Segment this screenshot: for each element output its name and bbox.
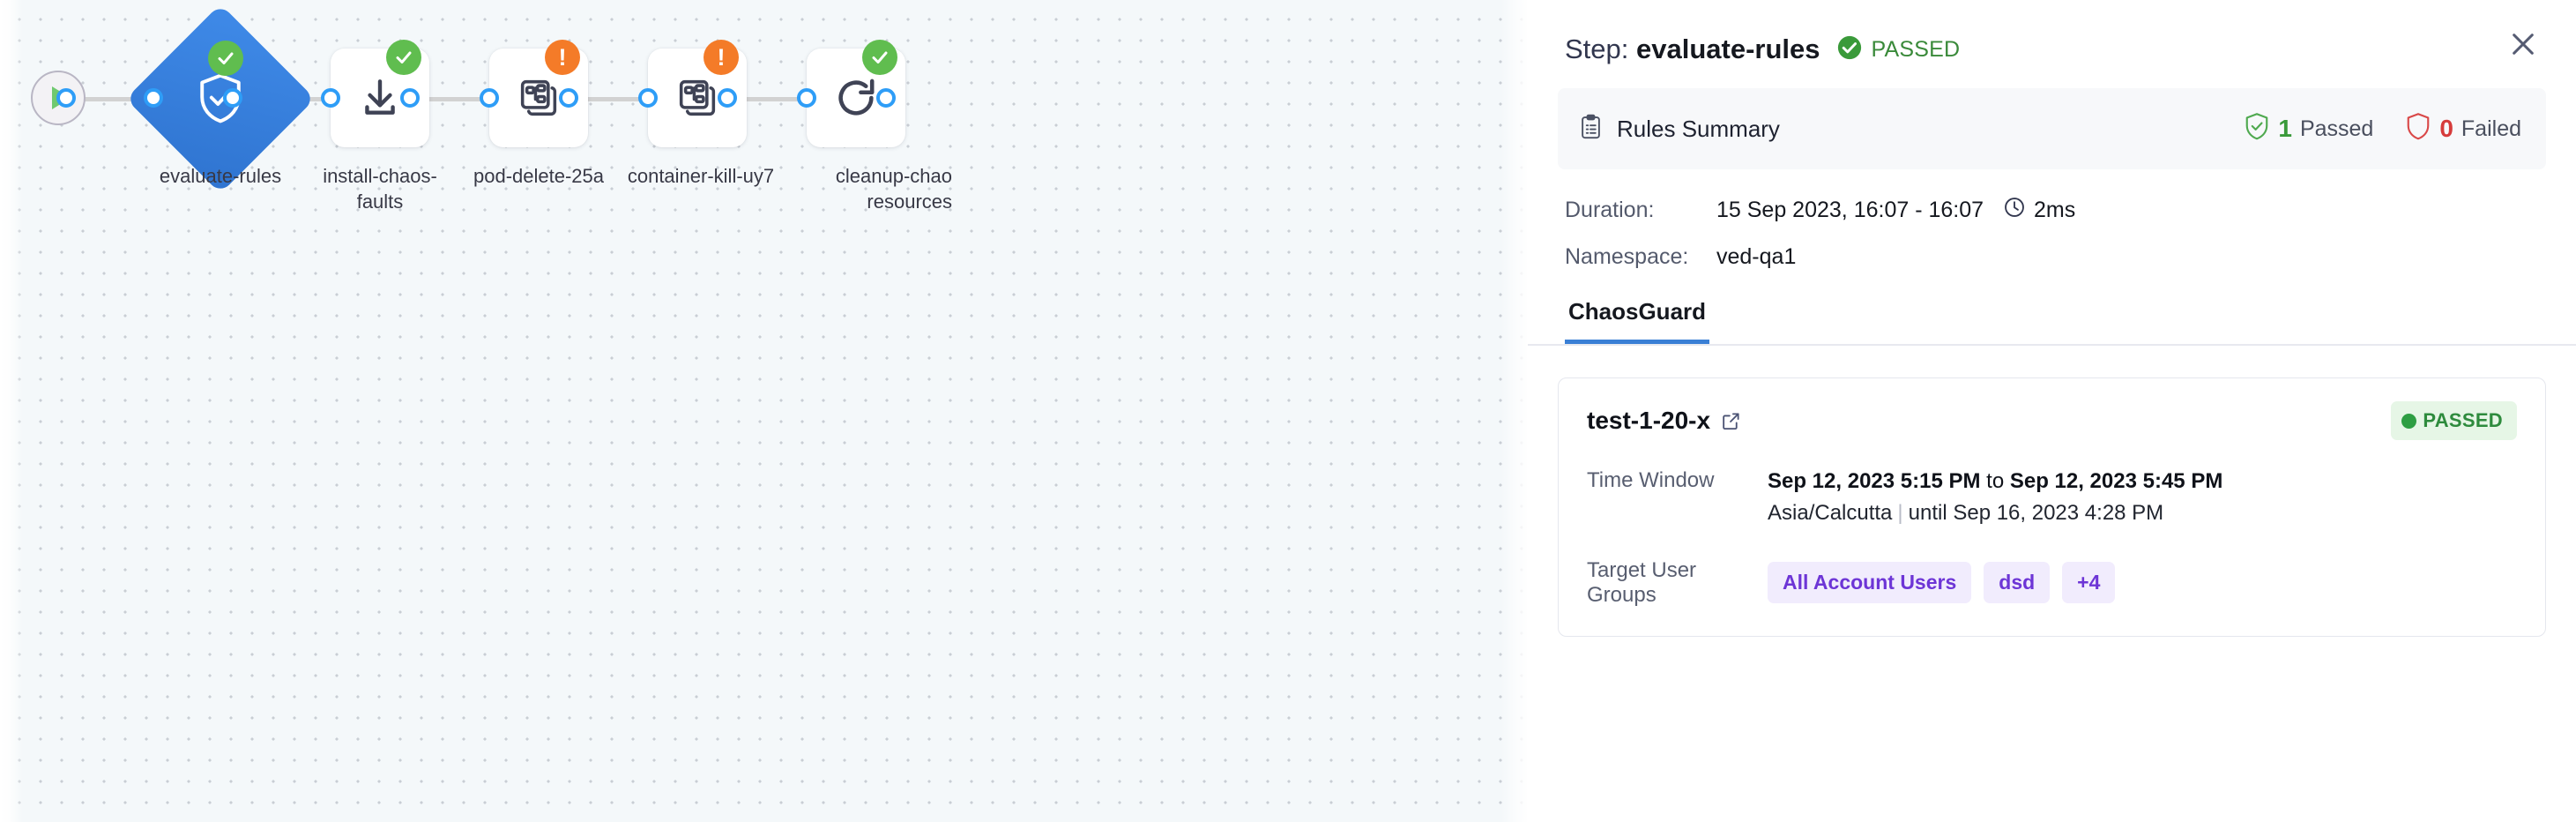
- rules-passed-count: 1: [2278, 115, 2292, 142]
- time-window-separator: to: [1980, 469, 2010, 493]
- clipboard-icon: [1579, 114, 1603, 145]
- time-window-until: until Sep 16, 2023 4:28 PM: [1908, 501, 2164, 525]
- duration-extra-group: 2ms: [2003, 196, 2075, 225]
- time-window-range: Sep 12, 2023 5:15 PM to Sep 12, 2023 5:4…: [1768, 467, 2222, 497]
- chaosguard-test-card: test-1-20-x PASSED Time Window: [1558, 377, 2546, 637]
- exclamation-icon: !: [717, 43, 726, 71]
- status-badge-warning-container-kill-uy7: !: [704, 40, 739, 75]
- port-containerkill-out[interactable]: [718, 88, 737, 108]
- chaos-fault-icon: [675, 76, 719, 120]
- node-label-pod-delete-25a: pod-delete-25a: [473, 165, 604, 187]
- port-containerkill-in[interactable]: [638, 88, 658, 108]
- step-meta: Duration: 15 Sep 2023, 16:07 - 16:07 2ms: [1528, 169, 2576, 270]
- canvas-fade-left: [0, 0, 23, 822]
- chip-more-count[interactable]: +4: [2062, 561, 2116, 603]
- chip-dsd[interactable]: dsd: [1984, 561, 2051, 603]
- panel-title-step-name: evaluate-rules: [1636, 34, 1820, 64]
- page-title: Step: evaluate-rules: [1565, 34, 1820, 65]
- target-user-groups-chips: All Account Users dsd +4: [1768, 557, 2116, 608]
- panel-title-prefix: Step:: [1565, 34, 1629, 64]
- step-details-panel: Step: evaluate-rules PASSED: [1528, 0, 2576, 822]
- time-window-value: Sep 12, 2023 5:15 PM to Sep 12, 2023 5:4…: [1768, 467, 2222, 530]
- card-header: test-1-20-x PASSED: [1587, 401, 2517, 440]
- exclamation-icon: !: [558, 43, 567, 71]
- status-badge-label: PASSED: [1871, 36, 1961, 62]
- pipeline-canvas[interactable]: evaluate-rules install-chaos- faults: [0, 0, 1528, 822]
- divider: |: [1897, 501, 1903, 525]
- target-user-groups-label: Target User Groups: [1587, 558, 1697, 607]
- port-start-out[interactable]: [56, 88, 76, 108]
- chip-all-account-users[interactable]: All Account Users: [1768, 561, 1972, 603]
- rules-summary-stats: 1 Passed 0 Failed: [2244, 112, 2521, 146]
- time-window-label: Time Window: [1587, 468, 1715, 492]
- port-poddelete-out[interactable]: [559, 88, 578, 108]
- duration-elapsed: 2ms: [2034, 198, 2076, 222]
- chaos-fault-icon: [517, 76, 561, 120]
- node-label-container-kill-uy7: container-kill-uy7: [627, 165, 775, 187]
- port-evaluate-in[interactable]: [144, 88, 163, 108]
- download-icon: [358, 76, 402, 120]
- time-window-start: Sep 12, 2023 5:15 PM: [1768, 469, 1981, 493]
- node-label-cleanup-chaos-resources: cleanup-chao resources: [835, 165, 952, 213]
- card-status-badge: PASSED: [2391, 401, 2517, 440]
- rules-summary-bar: Rules Summary 1 Passed: [1558, 88, 2546, 169]
- shield-check-icon: [2244, 112, 2270, 146]
- port-install-in[interactable]: [321, 88, 340, 108]
- node-label-evaluate-rules: evaluate-rules: [159, 165, 282, 187]
- refresh-icon: [833, 75, 879, 121]
- panel-header: Step: evaluate-rules PASSED: [1528, 0, 2576, 88]
- status-badge-success-cleanup-chaos-resources: [862, 40, 897, 75]
- namespace-label: Namespace:: [1565, 244, 1689, 269]
- status-badge-success-install-chaos-faults: [386, 40, 421, 75]
- meta-row-duration: Duration: 15 Sep 2023, 16:07 - 16:07 2ms: [1565, 196, 2539, 225]
- time-window-timezone-row: Asia/Calcutta|until Sep 16, 2023 4:28 PM: [1768, 497, 2222, 530]
- close-icon[interactable]: [2502, 23, 2544, 65]
- duration-value: 15 Sep 2023, 16:07 - 16:07: [1716, 198, 1984, 222]
- rules-summary-label: Rules Summary: [1617, 115, 1780, 142]
- node-label-install-chaos-faults: install-chaos- faults: [323, 165, 437, 213]
- check-circle-icon: [1836, 34, 1863, 65]
- external-link-icon[interactable]: [1721, 411, 1741, 431]
- status-dot-icon: [2401, 413, 2417, 429]
- card-title: test-1-20-x: [1587, 407, 1711, 434]
- duration-label: Duration:: [1565, 198, 1655, 222]
- tab-chaosguard[interactable]: ChaosGuard: [1565, 289, 1710, 344]
- rules-passed-label: Passed: [2299, 116, 2374, 141]
- rules-passed-stat: 1 Passed: [2244, 112, 2373, 146]
- status-badge: PASSED: [1836, 34, 1961, 65]
- shield-icon: [2405, 112, 2431, 146]
- rules-failed-count: 0: [2439, 115, 2453, 142]
- edge-install-to-poddelete: [370, 97, 529, 101]
- status-badge-success-evaluate-rules: [208, 41, 243, 76]
- time-window-timezone: Asia/Calcutta: [1768, 501, 1893, 525]
- panel-tabs: ChaosGuard: [1528, 289, 2576, 346]
- canvas-fade-right: [1501, 0, 1528, 822]
- meta-row-namespace: Namespace: ved-qa1: [1565, 244, 2539, 270]
- rules-summary-title-group: Rules Summary: [1579, 114, 1780, 145]
- time-window-end: Sep 12, 2023 5:45 PM: [2009, 469, 2223, 493]
- edge-poddelete-to-containerkill: [529, 97, 688, 101]
- port-install-out[interactable]: [400, 88, 420, 108]
- card-status-label: PASSED: [2423, 409, 2503, 431]
- rules-failed-label: Failed: [2461, 116, 2521, 141]
- port-cleanup-out[interactable]: [876, 88, 896, 108]
- card-row-target-user-groups: Target User Groups All Account Users dsd…: [1587, 557, 2517, 608]
- port-poddelete-in[interactable]: [480, 88, 499, 108]
- status-badge-warning-pod-delete-25a: !: [545, 40, 580, 75]
- namespace-value: ved-qa1: [1716, 244, 1797, 269]
- port-evaluate-out[interactable]: [223, 88, 242, 108]
- rules-failed-stat: 0 Failed: [2405, 112, 2521, 146]
- card-row-time-window: Time Window Sep 12, 2023 5:15 PM to Sep …: [1587, 467, 2517, 530]
- clock-icon: [2003, 196, 2026, 225]
- port-cleanup-in[interactable]: [797, 88, 816, 108]
- edge-containerkill-to-cleanup: [688, 97, 846, 101]
- duration-value-group: 15 Sep 2023, 16:07 - 16:07 2ms: [1716, 196, 2075, 225]
